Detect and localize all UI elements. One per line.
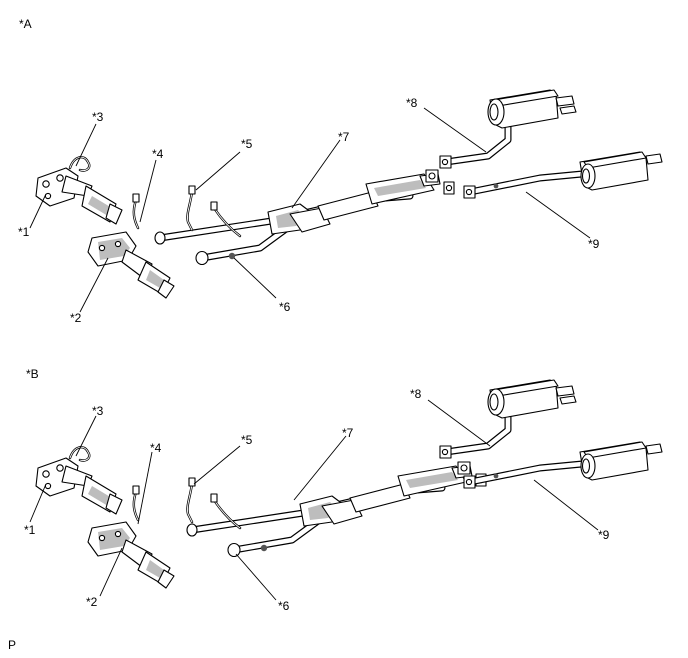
front-pipe-a <box>155 170 454 265</box>
callout-b-3: *3 <box>92 404 104 418</box>
callout-b-8: *8 <box>410 387 422 401</box>
callout-b-7: *7 <box>342 426 354 440</box>
callout-a-4: *4 <box>152 147 164 161</box>
callout-b-4: *4 <box>150 441 162 455</box>
sensors-b <box>131 476 242 530</box>
callout-a-3: *3 <box>92 110 104 124</box>
callout-a-2: *2 <box>70 311 82 325</box>
view-b: *B *1 *2 *3 *4 *5 *6 *7 *8 *9 <box>24 367 662 613</box>
manifold-front-a <box>35 167 123 225</box>
callout-b-6: *6 <box>278 599 290 613</box>
callout-a-1: *1 <box>18 225 30 239</box>
front-pipe-b <box>187 462 486 557</box>
footer-mark: P <box>8 638 16 652</box>
manifold-front-b <box>35 457 123 515</box>
rear-pipes-a <box>440 90 662 198</box>
callout-a-8: *8 <box>406 96 418 110</box>
callout-b-2: *2 <box>86 595 98 609</box>
callout-b-9: *9 <box>598 528 610 542</box>
callout-a-7: *7 <box>338 130 350 144</box>
callout-b-5: *5 <box>241 433 253 447</box>
callout-a-9: *9 <box>588 237 600 251</box>
callout-a-6: *6 <box>279 300 291 314</box>
view-a-title: *A <box>19 17 32 31</box>
manifold-rear-b <box>87 521 175 589</box>
view-a: *A *1 *2 *3 *4 *5 *6 *7 *8 *9 <box>18 17 662 325</box>
view-b-title: *B <box>26 367 39 381</box>
callout-a-5: *5 <box>241 137 253 151</box>
callout-b-1: *1 <box>24 523 36 537</box>
